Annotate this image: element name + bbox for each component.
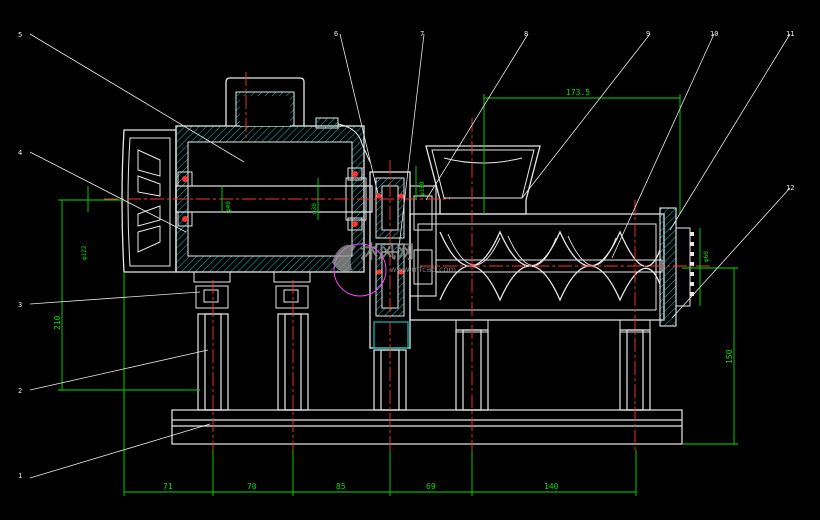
part-number-10: 10: [710, 30, 718, 38]
dim-motor-dia: φ122: [81, 245, 88, 260]
base-frame: [171, 409, 683, 445]
dim-bottom-3: 85: [336, 482, 346, 491]
part-number-11: 11: [786, 30, 794, 38]
part-number-8: 8: [524, 30, 528, 38]
dim-bottom-1: 71: [163, 482, 173, 491]
feed-hopper: [425, 145, 541, 215]
dim-shaft-mid: φ30: [311, 203, 318, 214]
dimension-texts: 173.5 210 150 71 70 85 69 140 φ122 φ40 φ…: [53, 88, 734, 491]
support-legs: [197, 313, 651, 411]
part-number-7: 7: [420, 30, 424, 38]
watermark: 沐风网 www.mfcad.com: [332, 241, 456, 274]
dim-pulley-dia: φ100: [419, 181, 426, 196]
leader-lines: [29, 33, 791, 479]
dim-gear-dia: φ60: [703, 251, 710, 262]
dim-left-height: 210: [53, 315, 62, 330]
part-number-2: 2: [18, 387, 22, 395]
dim-bottom-2: 70: [247, 482, 257, 491]
part-number-12: 12: [786, 184, 794, 192]
part-number-1: 1: [18, 472, 22, 480]
dim-bottom-4: 69: [426, 482, 436, 491]
part-number-4: 4: [18, 149, 22, 157]
watermark-url: www.mfcad.com: [390, 265, 456, 274]
dimension-lines: [58, 94, 738, 496]
watermark-logo-icon: [332, 244, 356, 272]
part-number-9: 9: [646, 30, 650, 38]
part-number-3: 3: [18, 301, 22, 309]
part-number-6: 6: [334, 30, 338, 38]
center-lines: [104, 72, 712, 450]
dim-bottom-5: 140: [544, 482, 559, 491]
dim-top-width: 173.5: [566, 88, 590, 97]
dim-right-height: 150: [725, 349, 734, 364]
part-number-5: 5: [18, 31, 22, 39]
watermark-brand: 沐风网: [360, 241, 414, 263]
dim-shaft-left: φ40: [225, 201, 232, 212]
